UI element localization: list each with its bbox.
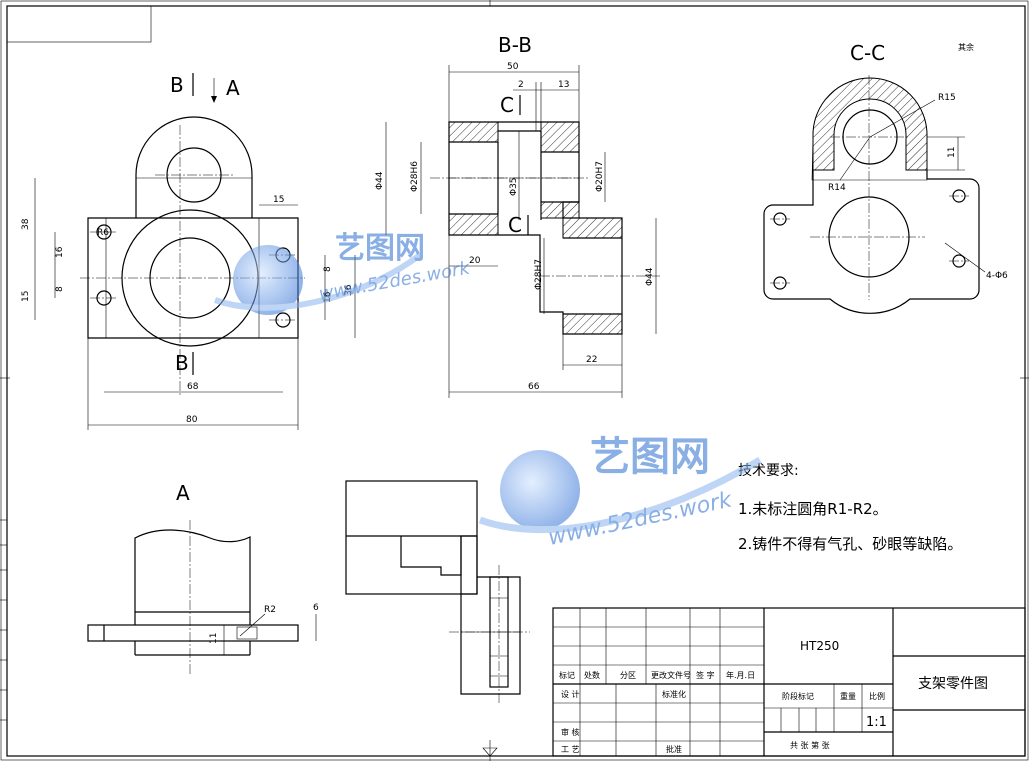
front-label-b-top: B (170, 73, 184, 97)
front-label-a-top: A (226, 76, 240, 100)
dim-bb-phi44-left: Φ44 (375, 171, 385, 190)
tb-header-mark: 标记 (559, 670, 575, 680)
dim-bb-phi20h7: Φ20H7 (595, 161, 605, 192)
watermark-globe-icon-2 (500, 450, 580, 530)
title-material: HT250 (800, 639, 839, 653)
dim-cc-holes: 4-Φ6 (986, 271, 1008, 281)
dim-bb-phi28h7: Φ28H7 (534, 259, 544, 290)
tb-standardize: 标准化 (662, 689, 686, 699)
dim-bb-13: 13 (558, 80, 569, 90)
dim-front-8-left: 8 (55, 286, 65, 292)
tb-review: 审 核 (561, 727, 580, 737)
left-edge-ticks (0, 519, 7, 721)
tb-design: 设 计 (561, 689, 580, 699)
dim-bb-phi44-right: Φ44 (645, 267, 655, 286)
dim-cc-r15: R15 (938, 93, 956, 103)
section-bb-title: B-B (498, 33, 532, 57)
section-cc-title: C-C (850, 41, 885, 65)
dim-a-r2: R2 (264, 605, 276, 615)
dim-bb-22: 22 (586, 355, 597, 365)
dim-front-38: 38 (21, 218, 31, 230)
tb-header-sign: 签 字 (696, 670, 715, 680)
dim-front-16-left: 16 (55, 246, 65, 258)
dim-bb-2: 2 (518, 80, 524, 90)
dim-cc-r14: R14 (828, 183, 846, 193)
tb-sheets: 共 张 第 张 (790, 740, 830, 750)
tb-process: 工 艺 (561, 745, 580, 754)
dim-a-11: 11 (209, 633, 219, 644)
dim-a-6: 6 (313, 603, 319, 613)
tech-requirements: 技术要求: 1.未标注圆角R1-R2。 2.铸件不得有气孔、砂眼等缺陷。 (738, 463, 962, 553)
dim-bb-phi35: Φ35 (509, 177, 519, 196)
tech-req-item-2: 2.铸件不得有气孔、砂眼等缺陷。 (738, 535, 962, 553)
section-cc-corner-mark: 其余 (958, 42, 974, 52)
section-bb: B-B C C 50 2 1 (375, 33, 660, 398)
view-a-title: A (176, 481, 190, 505)
dim-front-68: 68 (187, 382, 199, 392)
tb-approve: 批准 (666, 744, 682, 754)
tb-weight: 重量 (840, 691, 856, 701)
view-a: A R2 6 11 (87, 481, 319, 675)
tb-stage-mark: 阶段标记 (782, 691, 814, 701)
dim-bb-20: 20 (469, 256, 481, 266)
watermark-globe-icon (233, 245, 303, 315)
watermark-2: 艺图网 www.52des.work (478, 434, 762, 551)
tb-ratio: 比例 (869, 691, 885, 701)
watermark-1: 艺图网 www.52des.work (213, 231, 473, 315)
dim-front-r6: R6 (97, 228, 109, 238)
section-bb-label-c-bottom: C (508, 213, 522, 237)
title-block: HT250 支架零件图 1:1 标记 处数 分区 更改文件号 签 字 年.月.日… (552, 607, 1026, 757)
dim-cc-11: 11 (947, 147, 957, 158)
dim-bb-66: 66 (528, 382, 540, 392)
dim-front-15-left: 15 (21, 291, 31, 302)
dim-front-15-top: 15 (273, 195, 284, 205)
watermark-brand-1: 艺图网 (335, 231, 425, 266)
side-view (345, 480, 530, 705)
tb-header-zone: 分区 (620, 671, 636, 680)
tb-header-date: 年.月.日 (726, 670, 755, 680)
section-cc: C-C 其余 R15 R14 11 4-Φ6 (763, 41, 1008, 314)
front-view: B A B 15 38 (21, 73, 356, 430)
watermark-brand-2: 艺图网 (590, 434, 710, 480)
dim-front-8-right: 8 (323, 266, 333, 272)
dim-bb-50: 50 (507, 62, 519, 72)
dim-bb-phi28h6: Φ28H6 (410, 161, 420, 192)
dim-front-80: 80 (186, 415, 198, 425)
title-scale: 1:1 (866, 715, 887, 730)
tb-header-count: 处数 (584, 670, 600, 680)
tb-header-change-doc: 更改文件号 (651, 670, 691, 680)
tech-req-item-1: 1.未标注圆角R1-R2。 (738, 500, 888, 518)
front-label-b-bottom: B (175, 351, 189, 375)
section-bb-label-c-top: C (500, 93, 514, 117)
title-drawing-name: 支架零件图 (918, 676, 988, 692)
